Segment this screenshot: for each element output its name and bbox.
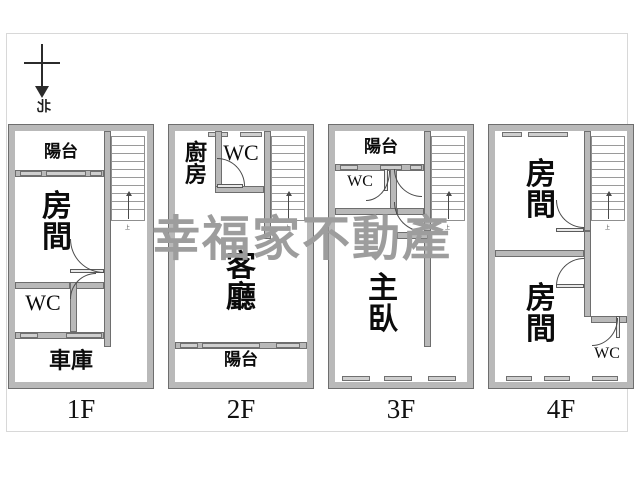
stairs-3f-direction-label: 上: [445, 225, 451, 231]
wall-3f-balcony-divider: [335, 164, 424, 171]
stairs-1f-direction-label: 上: [125, 225, 131, 231]
stairs-4f: [591, 136, 625, 221]
floor-plan-2f: 上 廚 房 WC 客 廳 陽台: [168, 124, 314, 389]
room-label-2f-living-room: 客 廳: [226, 249, 256, 315]
room-label-1f-bathroom: WC: [25, 290, 61, 315]
window-1f-garage-mid: [66, 333, 102, 338]
window-3f-bottom-mid: [384, 376, 412, 381]
window-1f-balcony-right: [90, 171, 102, 176]
room-label-1f-bedroom: 房 間: [42, 189, 72, 255]
wall-1f-bedroom-wc-divider: [15, 282, 70, 289]
stairs-2f-direction-label: 上: [285, 225, 291, 231]
wall-4f-right-vertical: [584, 231, 591, 317]
window-2f-balcony-right: [276, 343, 300, 348]
north-arrow-indicator: 北: [20, 44, 66, 115]
room-label-4f-bedroom-upper: 房 間: [526, 157, 556, 223]
window-4f-bottom-mid: [544, 376, 570, 381]
wall-3f-master-top: [397, 232, 428, 239]
window-4f-top-left: [502, 132, 522, 137]
floor-plan-3f: 上 陽台 WC 主 臥: [328, 124, 474, 389]
stairs-2f: [271, 136, 305, 221]
floor-caption-2f: 2F: [226, 394, 256, 424]
window-1f-balcony-left: [20, 171, 42, 176]
compass-horizontal-bar: [24, 62, 60, 64]
window-2f-balcony-mid: [202, 343, 260, 348]
window-2f-top-right: [240, 132, 262, 137]
compass-arrow-head: [35, 86, 49, 98]
room-label-3f-master-bedroom: 主 臥: [368, 271, 398, 337]
wall-4f-hall-vertical: [584, 131, 591, 231]
room-label-2f-balcony: 陽台: [224, 350, 258, 370]
window-3f-bottom-right: [428, 376, 456, 381]
room-label-1f-balcony: 陽台: [44, 142, 78, 162]
stairs-4f-direction-label: 上: [605, 225, 611, 231]
wall-3f-wc-bottom: [335, 208, 397, 215]
room-label-4f-bedroom-lower: 房 間: [526, 281, 556, 347]
room-label-3f-balcony: 陽台: [364, 137, 398, 157]
room-label-2f-kitchen: 廚 房: [184, 140, 207, 189]
stairs-1f: [111, 136, 145, 221]
window-3f-balcony-left: [340, 165, 358, 170]
wall-2f-hall-vertical: [264, 131, 271, 239]
floor-plan-4f: 上 房 間 房 間 WC: [488, 124, 634, 389]
exterior-wall-1f: [8, 124, 154, 389]
room-label-1f-garage: 車庫: [48, 348, 93, 374]
wall-1f-hall-vertical: [104, 131, 111, 347]
wall-1f-garage-divider: [15, 332, 104, 339]
floor-caption-4f: 4F: [546, 394, 576, 424]
floor-plan-1f: 上 陽台 房 間 WC 車庫: [8, 124, 154, 389]
north-label: 北: [37, 99, 51, 115]
window-2f-balcony-left: [180, 343, 198, 348]
floor-caption-3f: 3F: [386, 394, 416, 424]
stairs-3f: [431, 136, 465, 221]
window-4f-bottom-left: [506, 376, 532, 381]
compass-vertical-bar: [41, 44, 43, 90]
window-1f-garage-left: [20, 333, 38, 338]
wall-3f-hall-vertical: [424, 131, 431, 231]
window-4f-top-mid: [528, 132, 568, 137]
window-4f-bottom-right: [592, 376, 618, 381]
wall-1f-wc-vertical: [70, 282, 77, 332]
window-3f-bottom-left: [342, 376, 370, 381]
room-label-3f-bathroom: WC: [347, 173, 373, 190]
door-leaf-4f-bedroom-upper: [556, 228, 584, 232]
room-label-2f-bathroom: WC: [223, 140, 259, 165]
wall-3f-right-vertical: [424, 239, 431, 347]
floor-caption-1f: 1F: [66, 394, 96, 424]
room-label-4f-bathroom: WC: [594, 345, 620, 362]
wall-4f-bedroom-divider: [495, 250, 584, 257]
window-1f-balcony-mid: [46, 171, 86, 176]
